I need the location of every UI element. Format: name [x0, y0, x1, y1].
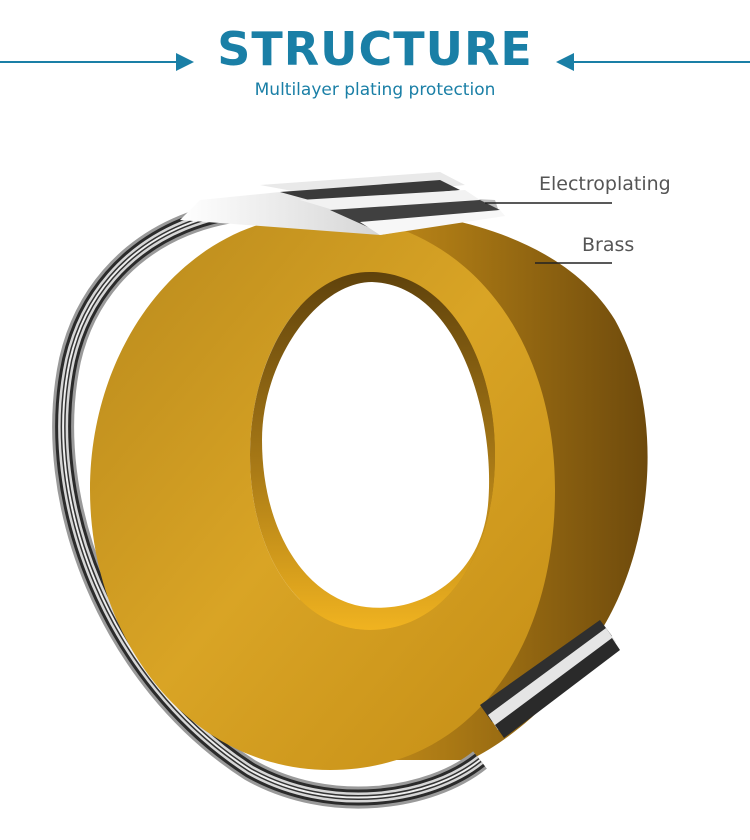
left-arrow-icon	[0, 53, 194, 71]
plating-layers	[52, 197, 487, 809]
brass-front-face	[90, 215, 555, 770]
page-subtitle: Multilayer plating protection	[254, 80, 496, 100]
bottom-plating-strips	[480, 620, 620, 738]
electroplating-label: Electroplating	[539, 173, 671, 195]
header: STRUCTURE Multilayer plating protection	[0, 0, 750, 110]
right-arrow-icon	[556, 53, 750, 71]
page-title: STRUCTURE	[217, 22, 533, 76]
top-plating-strips	[180, 172, 505, 235]
brass-label: Brass	[582, 234, 635, 256]
ring-hole	[262, 282, 490, 608]
